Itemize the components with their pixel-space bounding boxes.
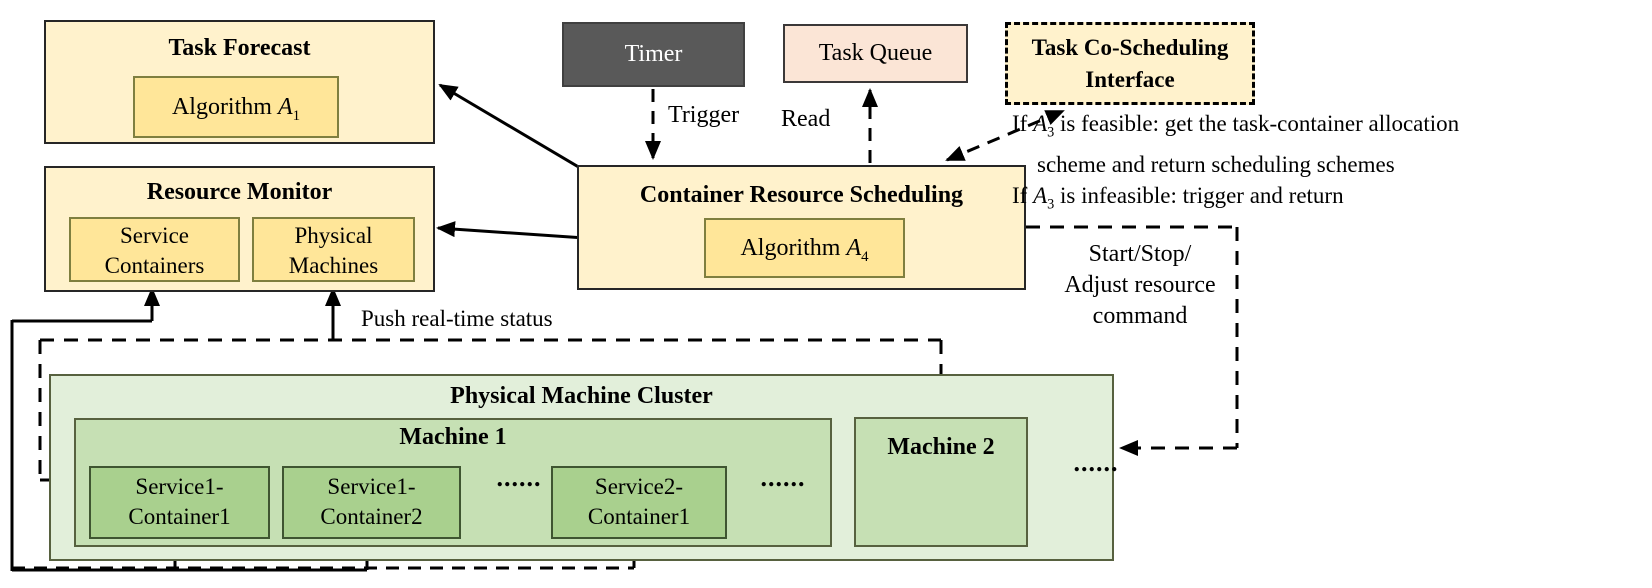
note-rest1: is feasible: get the task-container allo…: [1054, 111, 1460, 136]
s1c1-line1: Service1-: [135, 474, 224, 499]
timer-label: Timer: [624, 41, 683, 67]
s2c1-line1: Service2-: [594, 474, 684, 499]
service-containers-box: Service Containers: [69, 217, 240, 282]
container-resource-scheduling-box: Container Resource Scheduling Algorithm …: [577, 165, 1026, 290]
task-queue-box: Task Queue: [783, 24, 968, 83]
trigger-label: Trigger: [668, 102, 740, 128]
algorithm-a4-var: A: [846, 235, 862, 261]
machine1-ellipsis-end: ......: [760, 463, 806, 492]
machine2-title: Machine 2: [887, 434, 995, 460]
note-if1: If: [1012, 111, 1034, 136]
service1-container1-box: Service1- Container1: [89, 466, 270, 539]
physical-machines-box: Physical Machines: [252, 217, 415, 282]
service2-container1-box: Service2- Container1: [551, 466, 727, 539]
command-line1: Start/Stop/: [1088, 241, 1192, 267]
task-forecast-box: Task Forecast Algorithm A1: [44, 20, 435, 144]
algorithm-a1-sub: 1: [292, 107, 301, 124]
s1c2-line1: Service1-: [327, 474, 416, 499]
algorithm-a4-box: Algorithm A4: [704, 218, 905, 278]
read-label: Read: [781, 106, 831, 132]
physical-machine-cluster-box: Physical Machine Cluster Machine 1 Servi…: [49, 374, 1118, 561]
command-line2: Adjust resource: [1064, 272, 1216, 298]
push-status-label: Push real-time status: [361, 306, 553, 331]
service-containers-line1: Service: [120, 223, 189, 248]
note-var3: A: [1033, 182, 1048, 208]
note-var1: A: [1033, 111, 1048, 136]
command-label: Start/Stop/ Adjust resource command: [1040, 239, 1240, 332]
timer-box: Timer: [562, 22, 745, 87]
algorithm-a4-label: Algorithm: [740, 235, 847, 261]
algorithm-a1-var: A: [277, 94, 293, 120]
cluster-ellipsis: ......: [1073, 448, 1119, 477]
machine2-box: Machine 2: [854, 417, 1028, 547]
s1c1-line2: Container1: [128, 504, 231, 529]
machine1-title: Machine 1: [399, 424, 507, 450]
resource-monitor-box: Resource Monitor Service Containers Phys…: [44, 166, 435, 292]
resource-monitor-title: Resource Monitor: [146, 179, 333, 205]
note-sub3: 3: [1047, 196, 1055, 213]
co-scheduling-interface-box: Task Co-Scheduling Interface: [1005, 22, 1255, 105]
physical-machines-line2: Machines: [288, 253, 379, 278]
machine1-box: Machine 1 Service1- Container1 Service1-…: [74, 418, 832, 547]
co-scheduling-title-line1: Task Co-Scheduling: [1031, 35, 1229, 60]
note-line3: If A3 is infeasible: trigger and return: [1012, 180, 1459, 221]
note-rest3: is infeasible: trigger and return: [1054, 182, 1344, 208]
co-scheduling-title-line2: Interface: [1085, 67, 1175, 92]
note-line2: scheme and return scheduling schemes: [1037, 151, 1395, 177]
algorithm-a1-label: Algorithm: [171, 94, 278, 120]
service-containers-line2: Containers: [104, 253, 205, 278]
note-sub1: 3: [1047, 124, 1055, 141]
task-queue-label: Task Queue: [818, 40, 933, 66]
algorithm-a4-sub: 4: [861, 248, 869, 265]
machine1-ellipsis-mid: ......: [496, 463, 542, 492]
feasibility-note: If A3 is feasible: get the task-containe…: [1012, 108, 1459, 220]
physical-machines-line1: Physical: [294, 223, 373, 248]
s1c2-line2: Container2: [320, 504, 423, 529]
note-if3: If: [1012, 182, 1034, 208]
algorithm-a1-box: Algorithm A1: [133, 76, 339, 138]
s2c1-line2: Container1: [587, 504, 691, 529]
note-line1: If A3 is feasible: get the task-containe…: [1012, 108, 1459, 149]
cluster-title: Physical Machine Cluster: [450, 383, 713, 409]
container-resource-scheduling-title: Container Resource Scheduling: [639, 182, 964, 208]
task-forecast-title: Task Forecast: [168, 35, 311, 61]
command-line3: command: [1092, 303, 1188, 329]
service1-container2-box: Service1- Container2: [282, 466, 461, 539]
